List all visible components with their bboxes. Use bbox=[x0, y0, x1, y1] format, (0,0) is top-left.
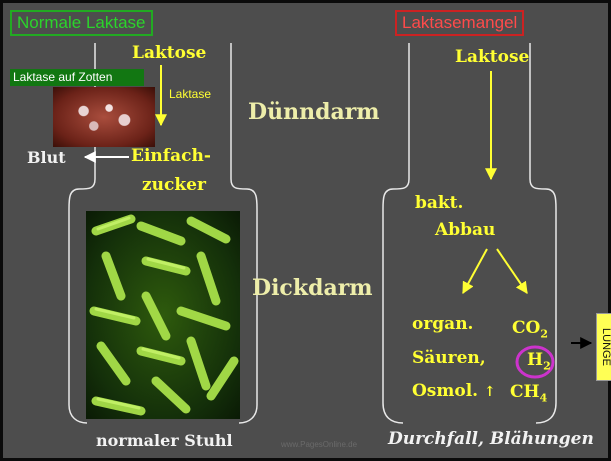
split-arrow-left bbox=[463, 249, 487, 293]
durchfall-label: Durchfall, Blähungen bbox=[388, 429, 594, 449]
co2-sub: 2 bbox=[540, 327, 548, 340]
organ-line1: organ. bbox=[412, 314, 473, 334]
organ-line3: Osmol. ↑ bbox=[412, 381, 496, 401]
watermark: www.PagesOnline.de bbox=[281, 440, 357, 449]
h2-main: H bbox=[527, 350, 543, 370]
einfachzucker-line1: Einfach- bbox=[131, 146, 211, 166]
lunge-label: LUNGE bbox=[600, 328, 611, 366]
villi-photo bbox=[53, 87, 155, 147]
normal-laktase-title: Normale Laktase bbox=[10, 10, 153, 36]
co2-label: CO2 bbox=[512, 318, 548, 340]
osmol-label: Osmol. bbox=[412, 381, 478, 401]
duenndarm-label: Dünndarm bbox=[248, 99, 380, 125]
ch4-label: CH4 bbox=[510, 382, 547, 404]
ch4-main: CH bbox=[510, 382, 540, 402]
co2-main: CO bbox=[512, 318, 540, 338]
bacteria-rods bbox=[86, 211, 240, 419]
lunge-box: LUNGE bbox=[596, 313, 611, 381]
h2-sub: 2 bbox=[543, 359, 551, 372]
bakt-line2: Abbau bbox=[435, 220, 495, 240]
split-arrow-right bbox=[497, 249, 527, 293]
dickdarm-label: Dickdarm bbox=[252, 275, 373, 301]
laktasemangel-title: Laktasemangel bbox=[395, 10, 524, 36]
bacteria-photo bbox=[86, 211, 240, 419]
bakt-line1: bakt. bbox=[415, 193, 463, 213]
h2-label: H2 bbox=[527, 350, 551, 372]
laktase-enzyme-label: Laktase bbox=[169, 87, 211, 101]
normaler-stuhl-label: normaler Stuhl bbox=[96, 431, 233, 450]
blut-label: Blut bbox=[27, 148, 66, 167]
left-laktose-label: Laktose bbox=[132, 43, 206, 63]
einfachzucker-line2: zucker bbox=[142, 175, 206, 195]
right-laktose-label: Laktose bbox=[455, 47, 529, 67]
ch4-sub: 4 bbox=[540, 391, 548, 404]
zotten-photo-label: Laktase auf Zotten bbox=[10, 69, 144, 86]
organ-line2: Säuren, bbox=[412, 348, 486, 368]
up-arrow-icon: ↑ bbox=[484, 384, 496, 400]
